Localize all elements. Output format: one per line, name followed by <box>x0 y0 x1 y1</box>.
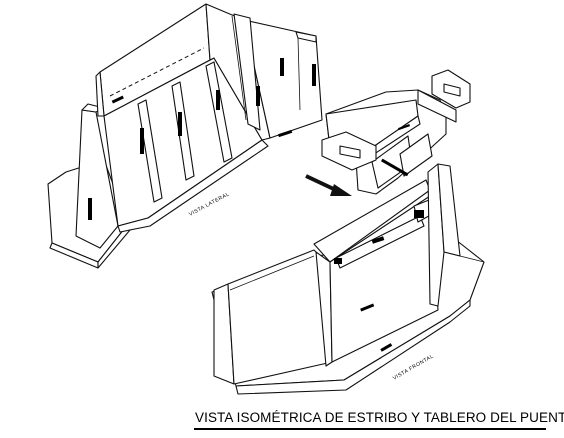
frontal-view-label: VISTA FRONTAL <box>392 353 435 381</box>
bridge-deck <box>321 69 471 195</box>
abutment-frontal-view: VISTA FRONTAL <box>211 163 485 395</box>
title-underline <box>194 428 546 430</box>
drawing-title: VISTA ISOMÉTRICA DE ESTRIBO Y TABLERO DE… <box>195 410 564 425</box>
abutment-lateral-view: VISTA LATERAL <box>47 3 323 269</box>
assembly-arrow <box>305 174 352 196</box>
